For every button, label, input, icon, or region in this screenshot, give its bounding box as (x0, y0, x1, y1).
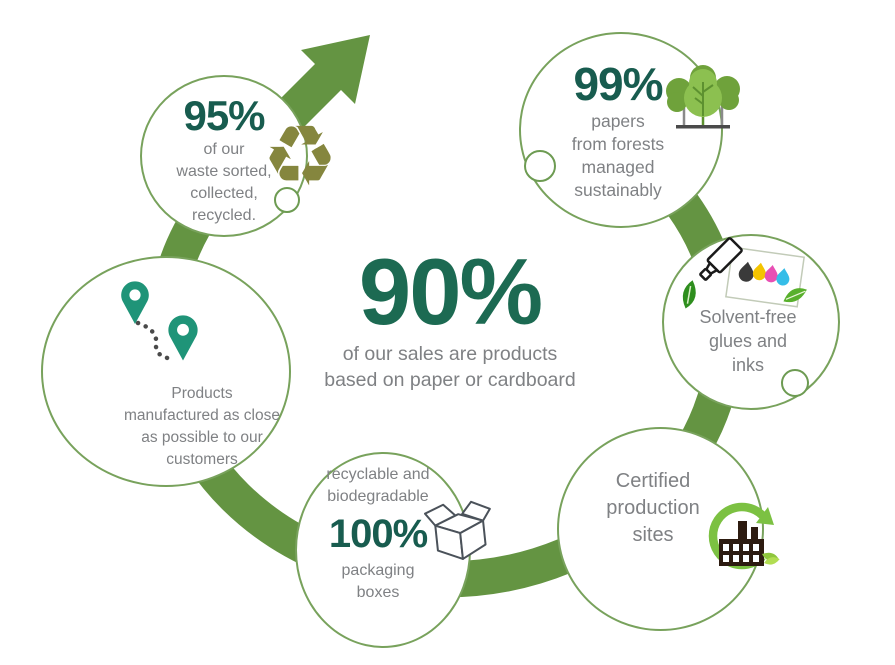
eco-factory-icon (708, 502, 780, 570)
stat-local: Products manufactured as close as possib… (94, 383, 310, 471)
stat-sites: Certified production sites (568, 468, 738, 549)
deco-ring-2 (524, 150, 556, 182)
bubble-forests (519, 32, 723, 228)
stat-waste: 95% of our waste sorted, collected, recy… (142, 93, 306, 227)
stat-packaging-value: 100% (328, 512, 428, 556)
stat-glues: Solvent-free glues and inks (663, 305, 833, 377)
recycling-arrow-head (756, 507, 774, 525)
stat-glues-caption: Solvent-free glues and inks (699, 307, 797, 375)
center-value: 90% (358, 239, 543, 344)
bubble-sites (557, 427, 764, 631)
route-dotted-path (135, 320, 178, 362)
trees-icon (666, 65, 740, 129)
recycle-icon: ♻ (262, 107, 338, 205)
stat-sites-caption: Certified production sites (606, 470, 700, 546)
open-box-icon (424, 500, 491, 560)
map-pins-icon (121, 281, 198, 362)
factory-leaves (762, 552, 780, 565)
stat-packaging: recyclable and biodegradable 100% packag… (293, 464, 463, 604)
stat-waste-value: 95% (183, 92, 265, 139)
deco-ring-3 (781, 369, 809, 397)
bubble-local (41, 256, 291, 487)
ink-drops (738, 261, 790, 286)
deco-ring-1 (274, 187, 300, 213)
stat-packaging-caption-top: recyclable and biodegradable (326, 466, 430, 505)
factory-silhouette (719, 521, 764, 566)
glue-tube (699, 237, 743, 281)
center-caption: of our sales are products based on paper… (324, 343, 576, 391)
stat-forests: 99% papers from forests managed sustaina… (528, 58, 708, 202)
map-pin-2 (168, 315, 198, 361)
glue-ink-leaf-icon (682, 237, 807, 309)
ink-card (725, 246, 805, 308)
left-leaf (682, 280, 696, 309)
map-pin-1 (121, 281, 149, 324)
stat-waste-caption: of our waste sorted, collected, recycled… (176, 141, 272, 224)
stat-forests-value: 99% (573, 58, 663, 110)
bubble-waste (140, 75, 308, 237)
stat-forests-caption: papers from forests managed sustainably (571, 111, 665, 200)
card-leaf (783, 288, 807, 303)
stat-packaging-caption-bottom: packaging boxes (341, 562, 415, 601)
stat-local-caption: Products manufactured as close as possib… (124, 385, 280, 468)
